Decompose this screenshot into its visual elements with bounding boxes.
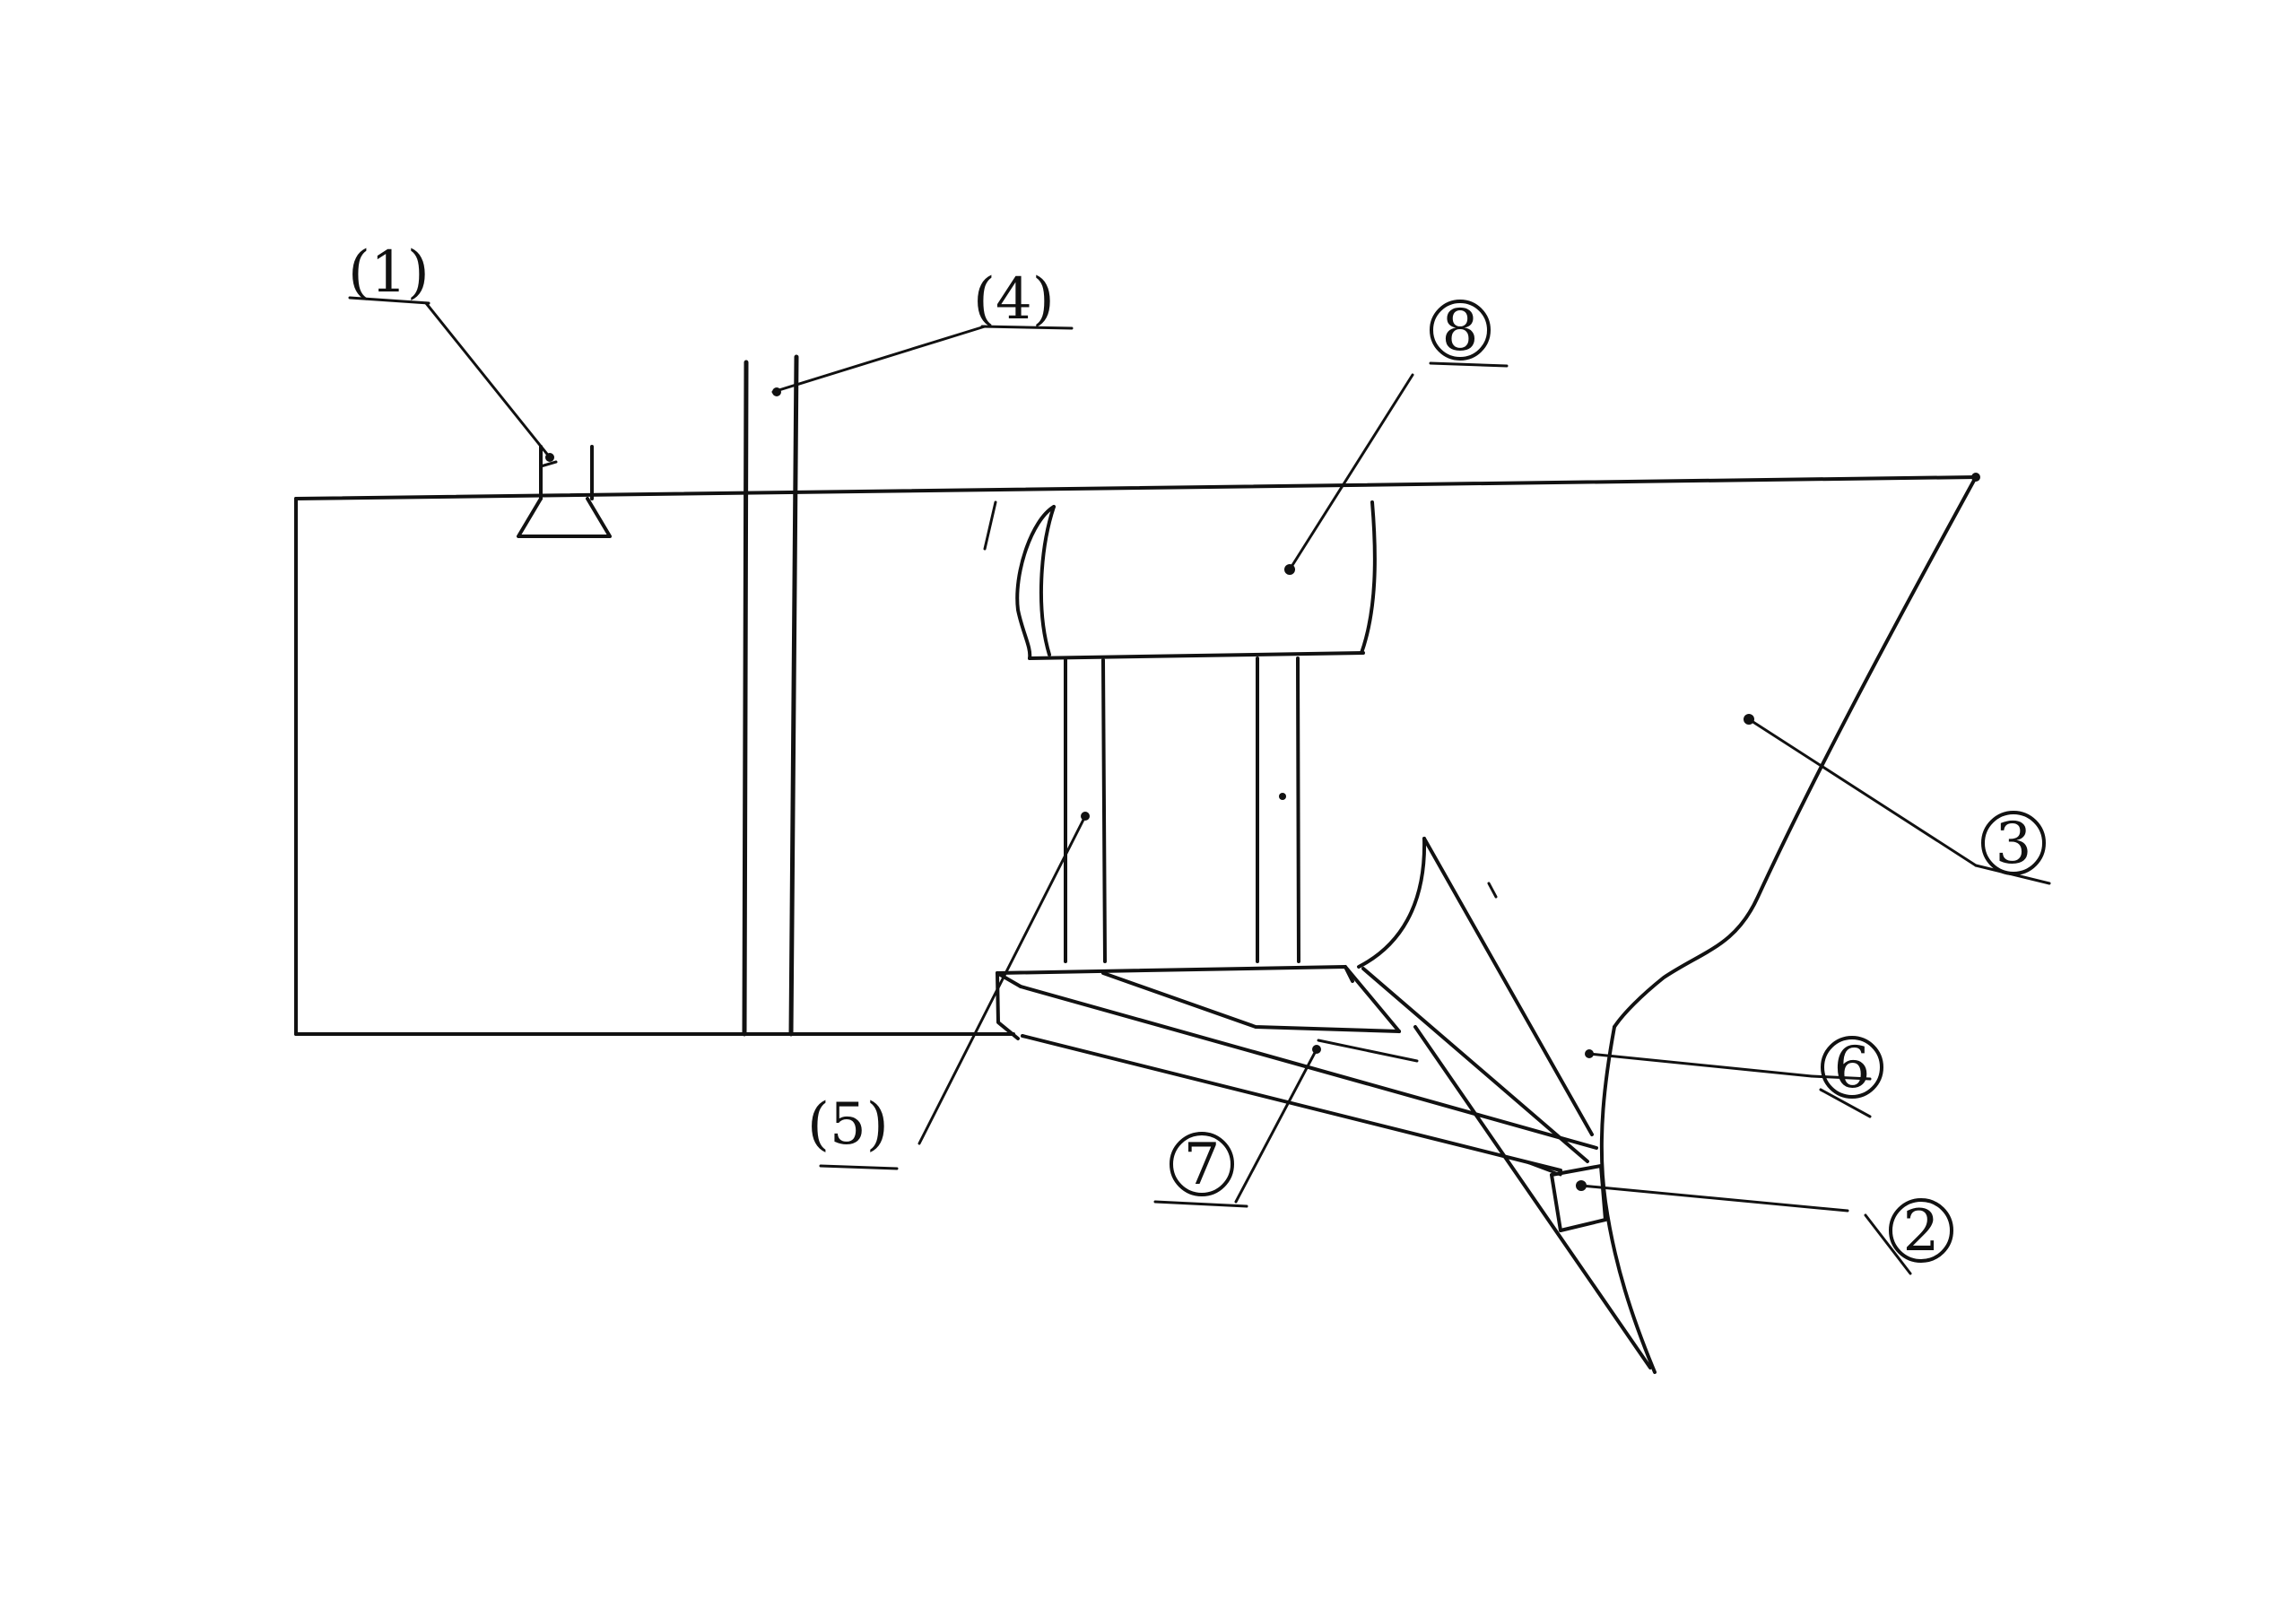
drum-8 (983, 500, 1377, 660)
blade-6 (1357, 837, 1652, 1369)
label-5: (5) (807, 1091, 889, 1158)
label-1-text: (1) (348, 239, 430, 306)
label-6: 6 (1821, 1035, 1883, 1101)
leader-lines (348, 296, 2051, 1275)
label-3: 3 (1981, 811, 2046, 877)
leader-dots (545, 387, 1980, 1191)
label-2: 2 (1889, 1198, 1953, 1265)
block-2 (1523, 1160, 1607, 1232)
label-6-text: 6 (1834, 1035, 1871, 1101)
label-2-text: 2 (1903, 1198, 1940, 1265)
main-body (294, 475, 1978, 1036)
base-beam-7 (996, 965, 1598, 1172)
label-5-text: (5) (807, 1091, 889, 1158)
label-4-text: (4) (973, 266, 1055, 333)
label-3-text: 3 (1996, 811, 2032, 877)
label-4: (4) (973, 266, 1055, 333)
label-8-text: 8 (1442, 298, 1479, 364)
label-1: (1) (348, 239, 430, 306)
support-legs-5 (1064, 656, 1300, 963)
label-7-text: 7 (1184, 1132, 1221, 1198)
label-7: 7 (1170, 1132, 1234, 1198)
vertical-pipe-4 (742, 354, 799, 1037)
component-1 (517, 445, 612, 538)
label-8: 8 (1430, 298, 1491, 364)
